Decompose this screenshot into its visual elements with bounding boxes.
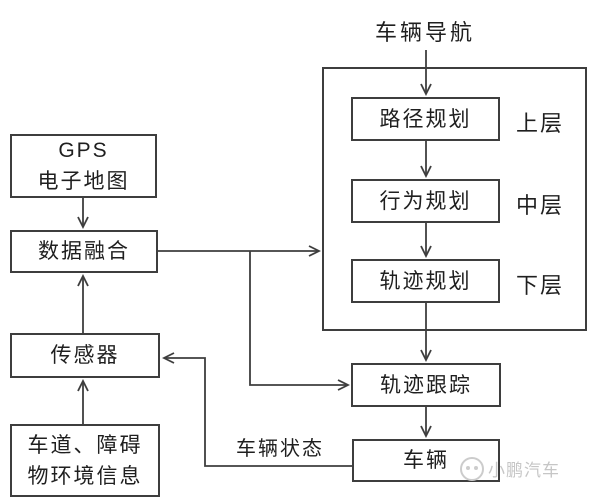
diagram-title: 车辆导航 bbox=[374, 20, 475, 45]
watermark: 小鹏汽车 bbox=[460, 456, 560, 481]
node-data-fusion: 数据融合 bbox=[10, 230, 158, 273]
node-sensor: 传感器 bbox=[10, 333, 160, 378]
label-middle-layer: 中层 bbox=[515, 193, 564, 218]
xpeng-logo-icon bbox=[460, 456, 484, 481]
label-vehicle-state: 车辆状态 bbox=[236, 438, 324, 460]
label-lower-layer: 下层 bbox=[515, 273, 564, 298]
watermark-text: 小鹏汽车 bbox=[488, 461, 560, 480]
node-path-planning: 路径规划 bbox=[351, 97, 500, 141]
node-gps-map: GPS 电子地图 bbox=[10, 134, 157, 198]
node-trajectory-planning: 轨迹规划 bbox=[351, 259, 500, 303]
node-trajectory-tracking: 轨迹跟踪 bbox=[351, 363, 501, 407]
node-environment-info: 车道、障碍 物环境信息 bbox=[10, 424, 160, 497]
label-upper-layer: 上层 bbox=[515, 111, 564, 136]
node-behavior-planning: 行为规划 bbox=[351, 179, 500, 223]
